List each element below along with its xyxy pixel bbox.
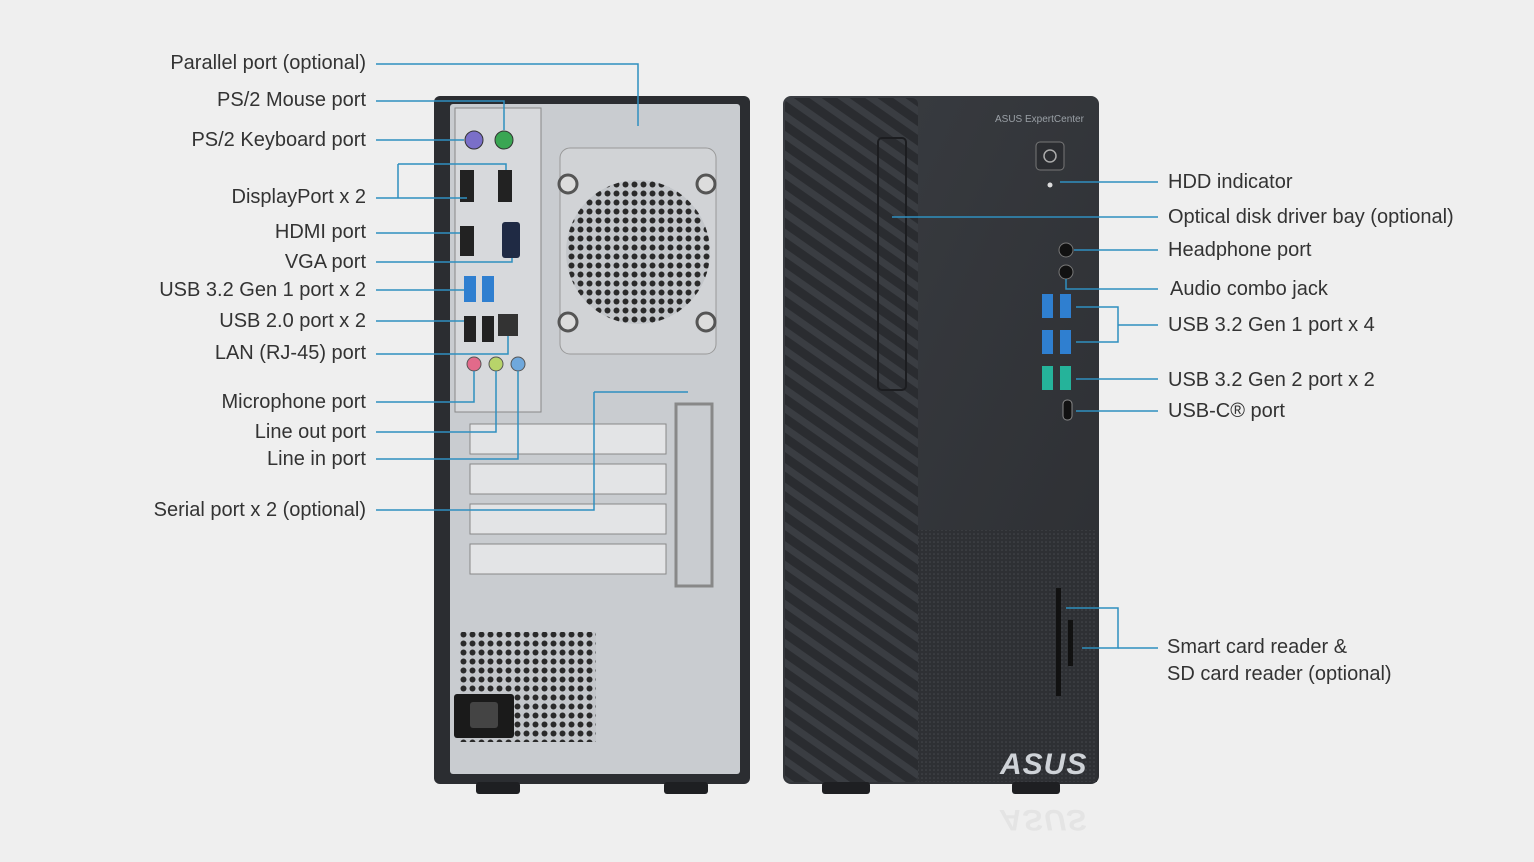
label-usb32-front: USB 3.2 Gen 1 port x 4 xyxy=(1168,314,1375,336)
label-microphone: Microphone port xyxy=(221,391,366,413)
sd-card-slot-shape xyxy=(1068,620,1073,666)
label-ps2-keyboard: PS/2 Keyboard port xyxy=(191,129,366,151)
usb20-back-1-shape xyxy=(464,316,476,342)
usb-gen2-front-2-shape xyxy=(1060,366,1071,390)
asus-logo: ASUS xyxy=(1000,748,1088,781)
front-foot-right xyxy=(1012,782,1060,794)
label-card-reader-2: SD card reader (optional) xyxy=(1167,663,1392,685)
leader-ps2-mouse xyxy=(376,100,505,130)
label-card-reader-1: Smart card reader & xyxy=(1167,636,1348,658)
slot-bracket xyxy=(674,402,714,588)
expansion-slot-2 xyxy=(469,463,667,495)
fan-grill xyxy=(566,180,710,324)
label-serial: Serial port x 2 (optional) xyxy=(153,499,366,521)
label-line-out: Line out port xyxy=(254,421,366,443)
label-displayport: DisplayPort x 2 xyxy=(231,186,367,208)
leader-lines xyxy=(376,63,1158,649)
linein-jack-shape xyxy=(510,356,526,372)
leader-displayport-1 xyxy=(398,163,507,170)
fan-screw-1 xyxy=(557,173,579,195)
expansion-slot-3 xyxy=(469,503,667,535)
leader-linein xyxy=(376,371,519,460)
usb-gen2-front-1-shape xyxy=(1042,366,1053,390)
usb32-front-4-shape xyxy=(1060,330,1071,354)
power-socket-inner xyxy=(470,702,498,728)
label-optical-bay: Optical disk driver bay (optional) xyxy=(1168,206,1454,228)
combo-jack-shape xyxy=(1058,264,1074,280)
leader-combo xyxy=(1065,279,1158,290)
leader-cardreader-a xyxy=(1066,607,1119,649)
label-ps2-mouse: PS/2 Mouse port xyxy=(217,89,366,111)
leader-lan xyxy=(376,336,509,355)
usb20-back-2-shape xyxy=(482,316,494,342)
label-lan: LAN (RJ-45) port xyxy=(214,342,366,364)
label-usb-c: USB-C® port xyxy=(1168,400,1285,422)
front-tower xyxy=(783,96,1099,794)
back-foot-right xyxy=(664,782,708,794)
power-button-shape xyxy=(1035,141,1065,171)
leader-mic xyxy=(376,371,475,403)
front-brand-small: ASUS ExpertCenter xyxy=(995,114,1084,125)
label-audio-combo: Audio combo jack xyxy=(1170,278,1328,300)
usb32-back-1-shape xyxy=(464,276,476,302)
hdd-led-shape xyxy=(1047,182,1053,188)
front-foot-left xyxy=(822,782,870,794)
usbc-port-shape xyxy=(1062,399,1073,421)
asus-logo-reflection: ASUS xyxy=(1000,803,1088,836)
fan-screw-2 xyxy=(695,173,717,195)
leader-serial xyxy=(376,392,595,511)
vga-port-shape xyxy=(502,222,520,258)
usb32-back-2-shape xyxy=(482,276,494,302)
displayport-1-shape xyxy=(460,170,474,202)
label-hdd-indicator: HDD indicator xyxy=(1168,171,1293,193)
usb32-front-1-shape xyxy=(1042,294,1053,318)
label-line-in: Line in port xyxy=(267,448,366,470)
expansion-slot-4 xyxy=(469,543,667,575)
usb32-front-3-shape xyxy=(1042,330,1053,354)
front-stripes xyxy=(785,98,918,782)
label-usb32-back: USB 3.2 Gen 1 port x 2 xyxy=(159,279,366,301)
leader-parallel xyxy=(376,63,639,126)
optical-bay-shape xyxy=(877,137,907,391)
leader-lineout xyxy=(376,371,497,433)
label-usb-gen2-front: USB 3.2 Gen 2 port x 2 xyxy=(1168,369,1375,391)
back-tower xyxy=(434,96,750,794)
label-headphone: Headphone port xyxy=(1168,239,1312,261)
ps2-mouse-port-shape xyxy=(494,130,514,150)
front-lower-mesh xyxy=(918,530,1097,782)
mic-jack-shape xyxy=(466,356,482,372)
lineout-jack-shape xyxy=(488,356,504,372)
label-hdmi: HDMI port xyxy=(274,221,366,243)
back-foot-left xyxy=(476,782,520,794)
expansion-slot-1 xyxy=(469,423,667,455)
displayport-2-shape xyxy=(498,170,512,202)
headphone-jack-shape xyxy=(1058,242,1074,258)
leader-vga xyxy=(376,258,513,263)
label-vga: VGA port xyxy=(284,251,366,273)
ps2-keyboard-port-shape xyxy=(464,130,484,150)
label-usb20-back: USB 2.0 port x 2 xyxy=(219,310,366,332)
usb32-front-2-shape xyxy=(1060,294,1071,318)
power-symbol xyxy=(1043,149,1057,163)
fan-screw-3 xyxy=(557,311,579,333)
smart-card-slot-shape xyxy=(1056,588,1061,696)
fan-screw-4 xyxy=(695,311,717,333)
label-parallel-port: Parallel port (optional) xyxy=(170,52,366,74)
lan-port-shape xyxy=(498,314,518,336)
hdmi-port-shape xyxy=(460,226,474,256)
